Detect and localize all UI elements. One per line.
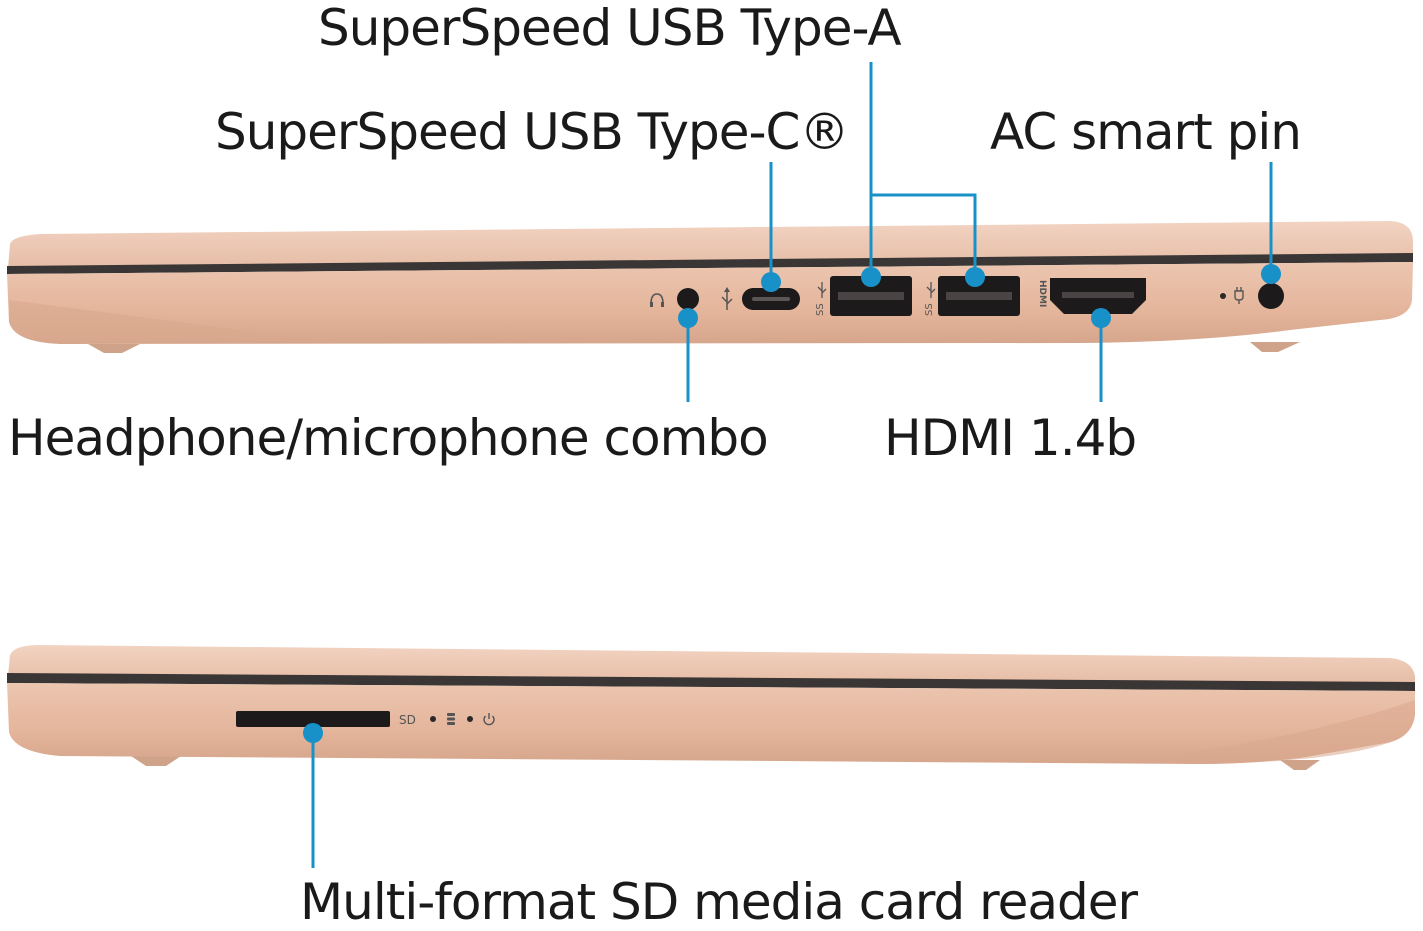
ac-smart-pin-port — [1258, 283, 1284, 309]
label-ac-smart-pin: AC smart pin — [990, 103, 1302, 161]
drive-led — [430, 716, 436, 722]
hard-drive-icon — [447, 713, 455, 725]
headphone-jack — [677, 288, 699, 310]
callout-dot-usb-a-left — [861, 267, 881, 287]
usb-icon — [721, 287, 733, 310]
hdmi-logo-marking: HDMI — [1037, 280, 1047, 307]
sd-marking: SD — [399, 713, 416, 727]
callouts — [311, 62, 1273, 868]
laptop-right-side: SS SS HDMI — [7, 221, 1413, 353]
callout-dot-hdmi — [1091, 308, 1111, 328]
label-usb-type-a: SuperSpeed USB Type-A — [318, 0, 902, 57]
plug-icon — [1234, 287, 1244, 304]
callout-line-usb-a-branch — [871, 193, 977, 276]
power-icon — [483, 713, 495, 726]
label-usb-type-c: SuperSpeed USB Type-C® — [215, 103, 849, 161]
laptop-foot-left — [88, 344, 140, 353]
callout-dot-sd — [303, 723, 323, 743]
power-led — [467, 716, 473, 722]
callout-dot-ac-pin — [1261, 264, 1281, 284]
callout-dot-headphone — [678, 308, 698, 328]
callout-dot-usb-a-right — [965, 267, 985, 287]
laptop-foot-right — [1250, 342, 1300, 352]
usb-icon — [817, 282, 827, 298]
usb-icon — [926, 282, 936, 298]
ss-marking-left: SS — [815, 303, 826, 316]
ss-marking-right: SS — [924, 303, 935, 316]
laptop-base-bevel — [1120, 700, 1415, 764]
callout-dots — [303, 264, 1281, 743]
laptop-lid — [8, 645, 1415, 684]
power-led — [1220, 293, 1226, 299]
laptop-seam — [7, 673, 1415, 691]
laptop-base — [7, 683, 1415, 764]
callout-dot-usb-c — [761, 272, 781, 292]
headphone-icon — [650, 293, 664, 307]
sd-card-slot — [236, 711, 390, 727]
laptop-left-side: SD — [7, 645, 1415, 770]
laptop-foot-right — [1280, 760, 1320, 770]
label-headphone-combo: Headphone/microphone combo — [8, 409, 769, 467]
laptop-seam — [7, 253, 1413, 274]
label-hdmi: HDMI 1.4b — [884, 409, 1137, 467]
laptop-foot-left — [128, 754, 184, 766]
laptop-base-bevel — [9, 300, 300, 342]
label-sd-reader: Multi-format SD media card reader — [300, 873, 1138, 931]
